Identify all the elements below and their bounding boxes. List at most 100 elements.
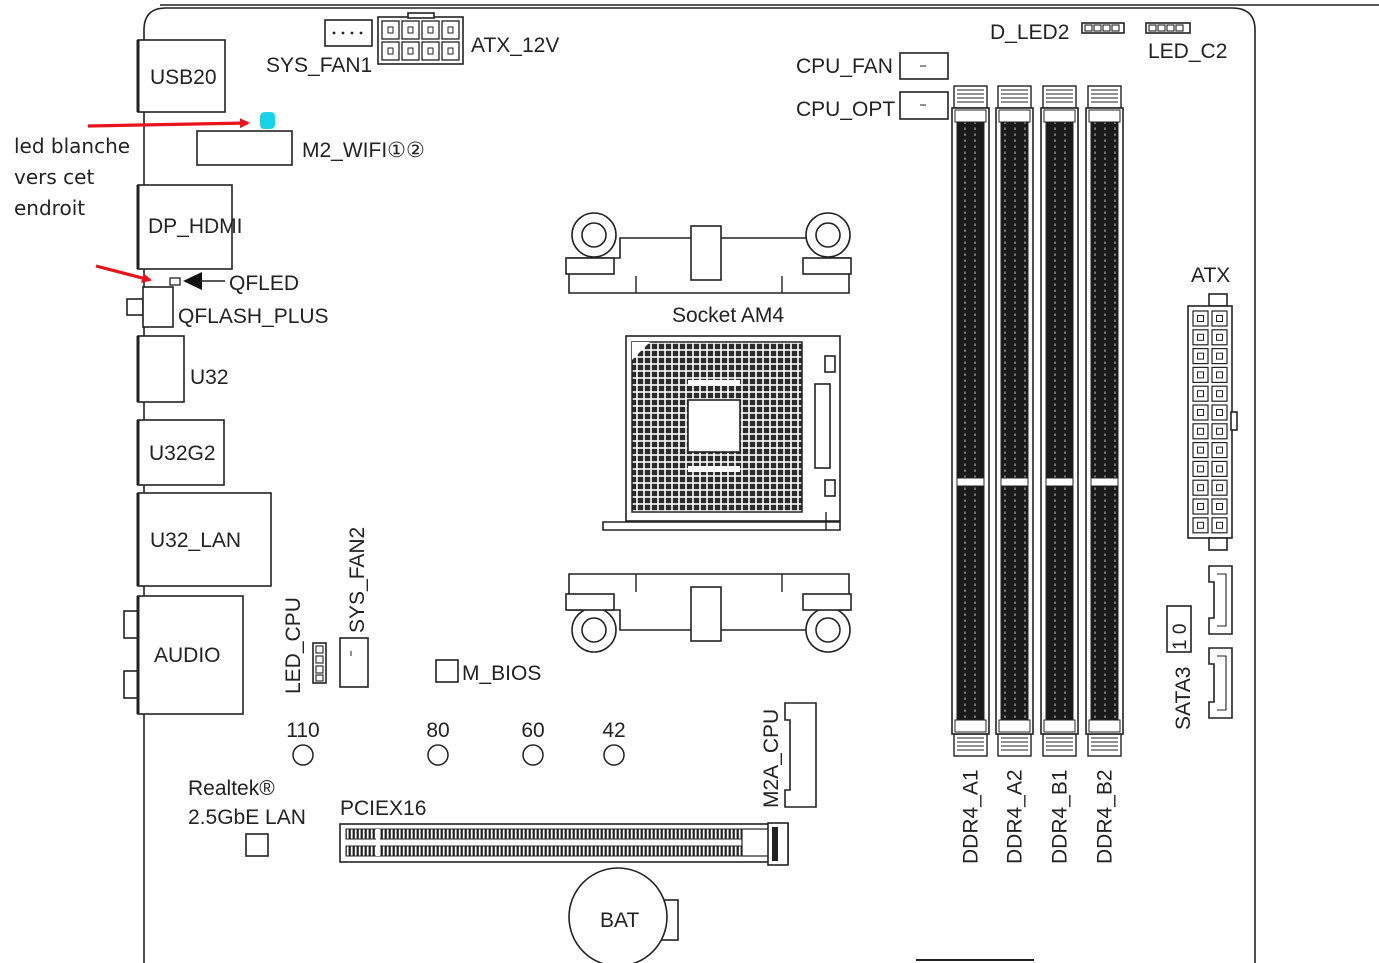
annotation-line-2: vers cet: [14, 165, 94, 189]
atx24-pin-hole: [1197, 315, 1204, 322]
atx12v-pin-hole: [407, 47, 414, 55]
d-led2-header: D_LED2: [990, 21, 1125, 44]
atx24-pin-hole: [1197, 390, 1204, 398]
audio-jacks: AUDIO: [123, 595, 244, 715]
atx24-pin-hole: [1216, 352, 1223, 360]
realtek-line-1: Realtek®: [188, 777, 275, 800]
atx24-pin-hole: [1197, 503, 1204, 510]
atx12v-pin-hole: [447, 47, 454, 55]
annotation-line-1: led blanche: [14, 134, 130, 158]
led-c2-label: LED_C2: [1148, 40, 1227, 63]
atx24-pin-hole: [1216, 465, 1223, 473]
atx12v-pin-hole: [447, 26, 454, 34]
atx24-pin-hole: [1216, 503, 1223, 510]
cpu-retention-top: [565, 212, 852, 294]
dimm-slot-4: DDR4_B2: [1085, 85, 1124, 864]
m2-standoff-label-80: 80: [426, 719, 449, 742]
atx12v-pin-hole: [387, 47, 394, 55]
qflash-plus-button: QFLASH_PLUS: [126, 286, 329, 328]
atx-12v-label: ATX_12V: [471, 34, 559, 57]
dimm-label-1: DDR4_A1: [960, 769, 983, 864]
red-arrow-to-qfled: [95, 264, 152, 283]
cpu-socket: [602, 335, 841, 531]
atx24-pin-hole: [1197, 521, 1204, 529]
dimm-label-2: DDR4_A2: [1004, 769, 1027, 864]
atx24-pin-hole: [1216, 333, 1223, 341]
cpu-fan-header: CPU_FAN: [796, 52, 949, 80]
annotation-note: led blanche vers cet endroit: [14, 134, 130, 220]
m2a-cpu-label: M2A_CPU: [760, 709, 783, 808]
atx24-pin-hole: [1216, 371, 1223, 379]
white-led-marker: [260, 112, 275, 129]
atx-12v-connector: ATX_12V: [377, 12, 559, 65]
board-outline: [143, 7, 1256, 963]
u32-lan-label: U32_LAN: [150, 529, 241, 552]
atx24-pin-hole: [1197, 371, 1204, 379]
qflash-plus-label: QFLASH_PLUS: [178, 305, 329, 328]
pciex16-slot: PCIEX16: [339, 797, 789, 866]
m-bios-label: M_BIOS: [462, 662, 541, 685]
m2-standoff-80: [427, 744, 449, 766]
led-cpu-header: LED_CPU: [282, 597, 327, 694]
atx12v-pin-hole: [427, 26, 434, 34]
red-arrow-to-led: [87, 118, 250, 129]
m-bios-chip: M_BIOS: [435, 659, 541, 685]
d-led2-label: D_LED2: [990, 21, 1069, 44]
sys-fan2-label: SYS_FAN2: [346, 527, 369, 633]
sata3-connectors: 1 0 SATA3: [1166, 565, 1233, 730]
atx24-pin-hole: [1216, 484, 1223, 492]
socket-label: Socket AM4: [672, 304, 784, 327]
sys-fan1-label: SYS_FAN1: [266, 54, 372, 77]
usb20-label: USB20: [150, 66, 217, 89]
cpu-retention-bottom: [565, 573, 852, 653]
atx-label: ATX: [1191, 264, 1230, 287]
sata-port-numbers: 1 0: [1170, 624, 1191, 650]
u32-port: U32: [136, 335, 229, 403]
dp-hdmi-port: DP_HDMI: [136, 184, 243, 270]
m2-standoff-label-60: 60: [521, 719, 544, 742]
cmos-battery: BAT: [568, 867, 679, 963]
m2-standoff-label-42: 42: [602, 719, 625, 742]
m2-wifi-label: M2_WIFI①②: [302, 139, 425, 162]
realtek-line-2: 2.5GbE LAN: [188, 806, 306, 829]
usb20-port: USB20: [136, 39, 226, 113]
m2-standoff-60: [522, 744, 544, 766]
dimm-label-4: DDR4_B2: [1094, 769, 1117, 864]
m2-standoff-42: [603, 744, 625, 766]
audio-label: AUDIO: [154, 644, 221, 667]
u32g2-port: U32G2: [136, 419, 225, 486]
m2a-cpu-slot: M2A_CPU: [760, 702, 817, 808]
atx-24pin-connector: ATX: [1187, 264, 1238, 551]
atx24-pin-hole: [1197, 352, 1204, 360]
m2-standoff-110: [292, 744, 314, 766]
atx24-pin-hole: [1216, 315, 1223, 322]
atx24-pin-hole: [1197, 446, 1204, 454]
led-cpu-label: LED_CPU: [282, 597, 305, 694]
atx12v-pin-hole: [427, 47, 434, 55]
atx24-pin-hole: [1197, 484, 1204, 492]
atx24-pin-hole: [1216, 390, 1223, 398]
led-c2-header: LED_C2: [1145, 22, 1227, 63]
atx24-pin-hole: [1197, 409, 1204, 416]
atx24-pin-hole: [1197, 333, 1204, 341]
dp-hdmi-label: DP_HDMI: [148, 215, 243, 238]
bat-label: BAT: [600, 909, 639, 932]
atx24-pin-hole: [1216, 446, 1223, 454]
u32-lan-port: U32_LAN: [136, 492, 272, 587]
m2-wifi-slot: M2_WIFI①②: [196, 130, 425, 166]
realtek-lan-chip: Realtek® 2.5GbE LAN: [188, 777, 306, 857]
pciex16-label: PCIEX16: [340, 797, 426, 820]
atx24-pin-hole: [1197, 427, 1204, 435]
u32-label: U32: [190, 366, 229, 389]
sys-fan1-header: SYS_FAN1: [266, 19, 373, 77]
cpu-fan-label: CPU_FAN: [796, 55, 893, 78]
dimm-slot-1: DDR4_A1: [951, 85, 990, 864]
atx24-pin-hole: [1197, 465, 1204, 473]
cpu-opt-header: CPU_OPT: [796, 91, 949, 121]
sata3-label: SATA3: [1172, 667, 1195, 730]
dimm-slot-3: DDR4_B1: [1040, 85, 1079, 864]
qfled-indicator: QFLED: [169, 272, 299, 295]
